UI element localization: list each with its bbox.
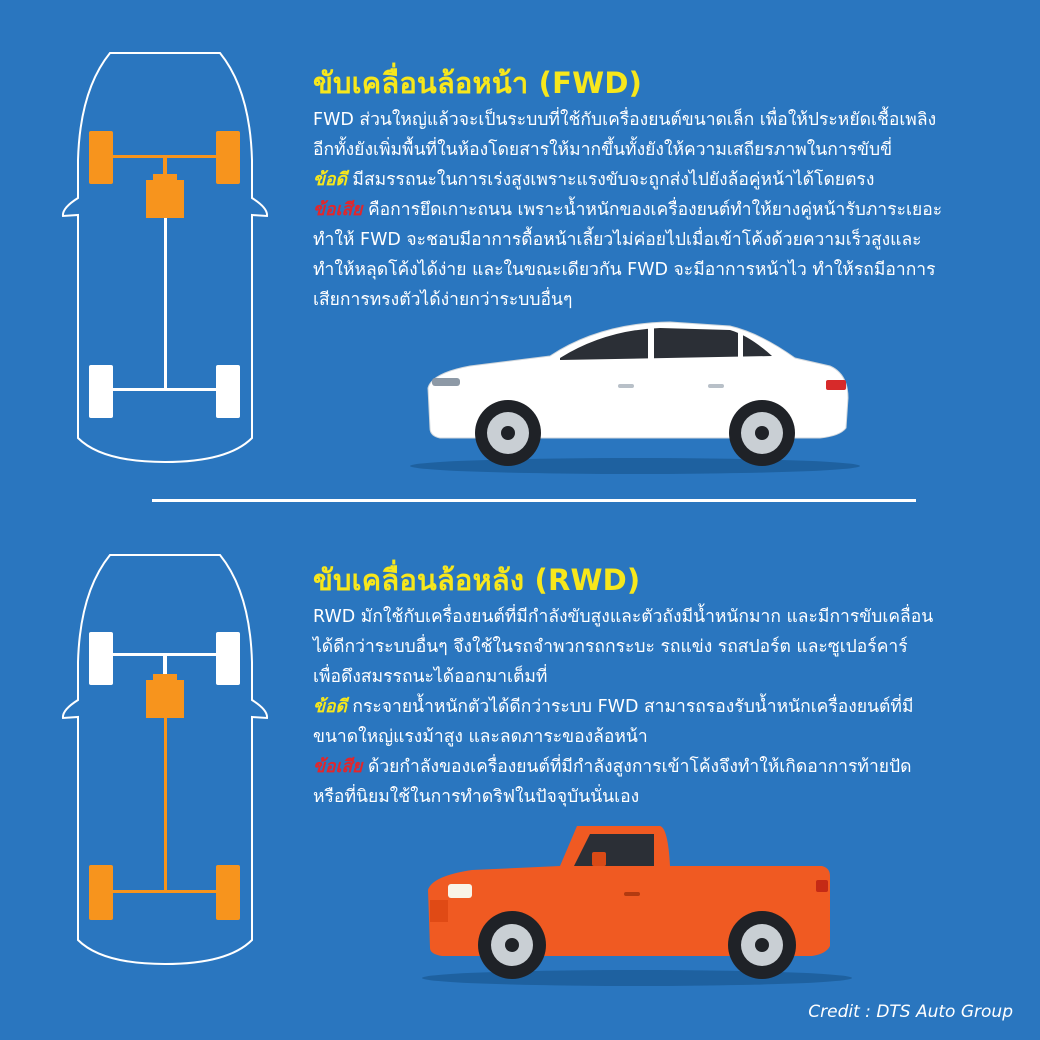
- fwd-con-line: เสียการทรงตัวได้ง่ายกว่าระบบอื่นๆ: [313, 290, 573, 310]
- front-right-wheel: [216, 632, 240, 685]
- taillight: [826, 380, 846, 390]
- rwd-con-line: ข้อเสีย ด้วยกำลังของเครื่องยนต์ที่มีกำลั…: [313, 752, 1013, 782]
- car-body-outline: [61, 52, 269, 464]
- fwd-line: FWD ส่วนใหญ่แล้วจะเป็นระบบที่ใช้กับเครื่…: [313, 110, 937, 130]
- rear-axle: [112, 890, 218, 893]
- fwd-pro-label: ข้อดี: [313, 170, 347, 190]
- rwd-pro-text: กระจายน้ำหนักตัวได้ดีกว่าระบบ FWD สามารถ…: [346, 697, 914, 717]
- door-handle: [618, 384, 634, 388]
- grille: [430, 900, 448, 922]
- fwd-con-text: คือการยึดเกาะถนน เพราะน้ำหนักของเครื่องย…: [362, 200, 943, 220]
- rear-wheel: [729, 400, 795, 466]
- side-mirror: [592, 852, 606, 866]
- car-windows: [560, 328, 772, 360]
- rwd-con-text: ด้วยกำลังของเครื่องยนต์ที่มีกำลังสูงการเ…: [362, 757, 912, 777]
- rwd-pro-line: ขนาดใหญ่แรงม้าสูง และลดภาระของล้อหน้า: [313, 727, 648, 747]
- rwd-con-label: ข้อเสีย: [313, 757, 363, 777]
- credit-text: Credit : DTS Auto Group: [808, 1002, 1013, 1022]
- car-shadow: [410, 458, 860, 474]
- front-axle: [112, 653, 218, 656]
- fwd-description: FWD ส่วนใหญ่แล้วจะเป็นระบบที่ใช้กับเครื่…: [313, 105, 1013, 315]
- drive-shaft: [163, 158, 167, 180]
- rwd-con-line: หรือที่นิยมใช้ในการทำดริฟในปัจจุบันนั่นเ…: [313, 787, 640, 807]
- car-shadow: [422, 970, 852, 986]
- car-body-outline: [61, 554, 269, 966]
- engine-block: [146, 180, 184, 218]
- rear-left-wheel: [89, 365, 113, 418]
- rear-wheel: [728, 911, 796, 979]
- window-pillar: [738, 332, 743, 358]
- fwd-pro-line: ข้อดี มีสมรรถนะในการเร่งสูงเพราะแรงขับจะ…: [313, 165, 1013, 195]
- rwd-line: ได้ดีกว่าระบบอื่นๆ จึงใช้ในรถจำพวกรถกระบ…: [313, 637, 908, 657]
- drive-shaft-rear: [164, 716, 167, 891]
- white-sedan-illustration: [410, 321, 860, 474]
- fwd-con-label: ข้อเสีย: [313, 200, 363, 220]
- orange-pickup-illustration: [422, 826, 852, 986]
- front-axle: [112, 155, 218, 158]
- engine-block: [146, 680, 184, 718]
- front-wheel: [475, 400, 541, 466]
- rear-left-wheel: [89, 865, 113, 920]
- rear-right-wheel: [216, 865, 240, 920]
- fwd-line: อีกทั้งยังเพิ่มพื้นที่ในห้องโดยสารให้มาก…: [313, 140, 893, 160]
- rear-axle: [112, 388, 218, 391]
- fwd-con-line: ทำให้หลุดโค้งได้ง่าย และในขณะเดียวกัน FW…: [313, 260, 936, 280]
- front-left-wheel: [89, 131, 113, 184]
- rwd-chassis-diagram: [61, 554, 269, 966]
- fwd-con-line: ทำให้ FWD จะชอบมีอาการดื้อหน้าเลี้ยวไม่ค…: [313, 230, 922, 250]
- drive-shaft: [163, 656, 167, 678]
- window-pillar: [648, 328, 654, 360]
- fwd-title: ขับเคลื่อนล้อหน้า (FWD): [313, 66, 643, 100]
- drive-shaft-rear: [164, 216, 167, 389]
- front-right-wheel: [216, 131, 240, 184]
- section-divider: [152, 499, 916, 502]
- rwd-pro-line: ข้อดี กระจายน้ำหนักตัวได้ดีกว่าระบบ FWD …: [313, 692, 1013, 722]
- door-handle: [624, 892, 640, 896]
- fwd-chassis-diagram: [61, 52, 269, 464]
- front-wheel: [478, 911, 546, 979]
- rear-right-wheel: [216, 365, 240, 418]
- fwd-pro-text: มีสมรรถนะในการเร่งสูงเพราะแรงขับจะถูกส่ง…: [346, 170, 875, 190]
- headlight: [448, 884, 472, 898]
- rwd-description: RWD มักใช้กับเครื่องยนต์ที่มีกำลังขับสูง…: [313, 602, 1013, 812]
- rwd-title: ขับเคลื่อนล้อหลัง (RWD): [313, 563, 641, 597]
- rwd-line: RWD มักใช้กับเครื่องยนต์ที่มีกำลังขับสูง…: [313, 607, 934, 627]
- door-handle: [708, 384, 724, 388]
- fwd-con-line: ข้อเสีย คือการยึดเกาะถนน เพราะน้ำหนักของ…: [313, 195, 1013, 225]
- rwd-pro-label: ข้อดี: [313, 697, 347, 717]
- taillight: [816, 880, 828, 892]
- headlight: [432, 378, 460, 386]
- front-left-wheel: [89, 632, 113, 685]
- rwd-line: เพื่อดึงสมรรถนะได้ออกมาเต็มที่: [313, 667, 548, 687]
